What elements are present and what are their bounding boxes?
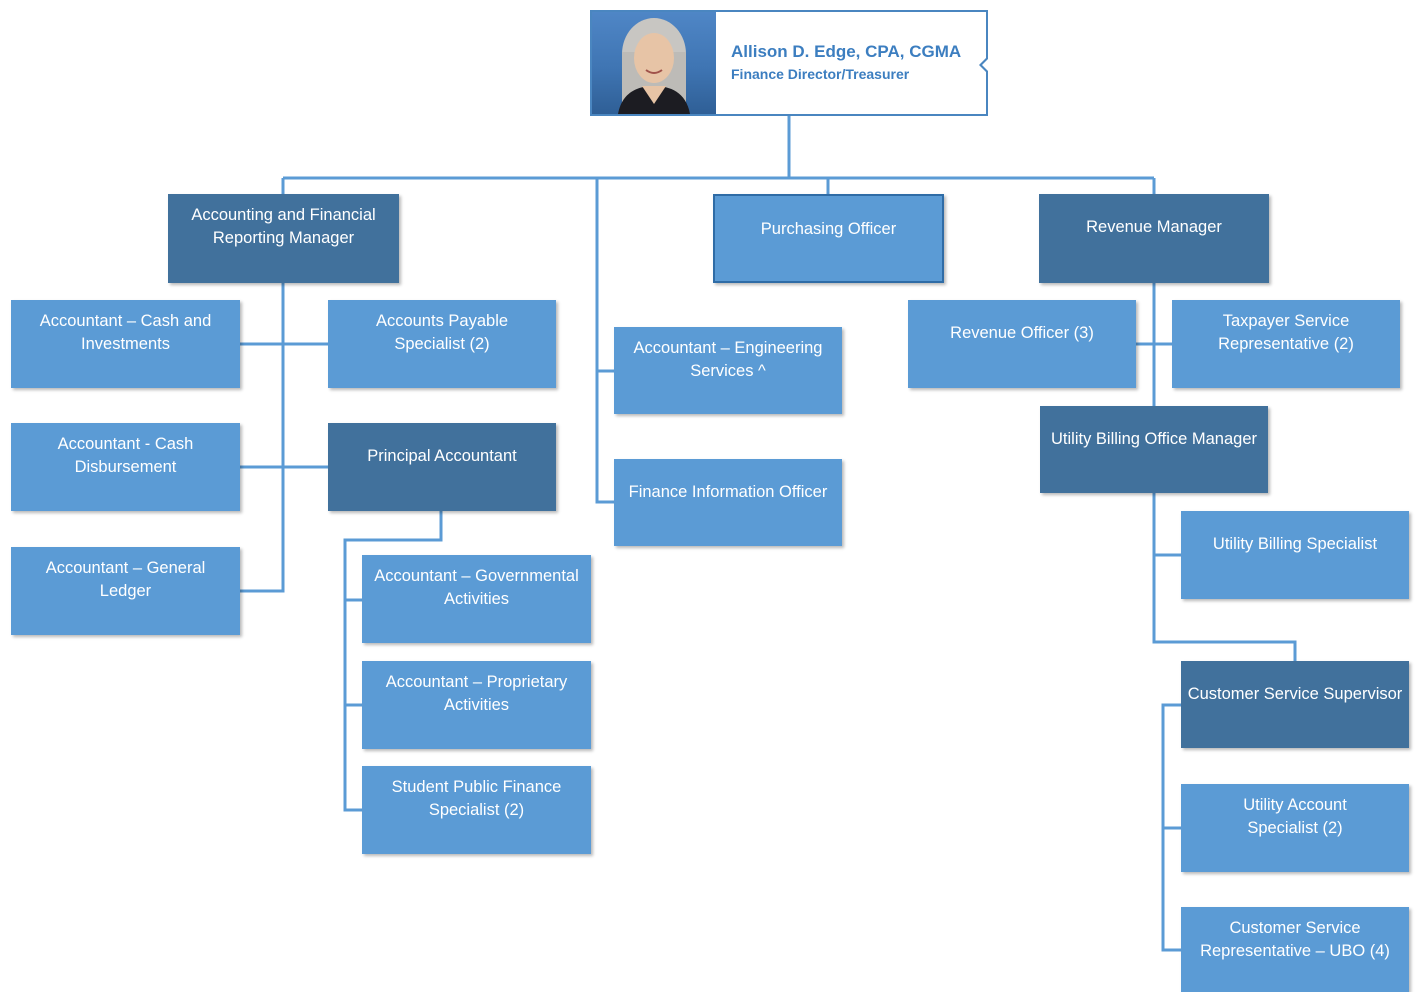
- node-accounting-manager: Accounting and Financial Reporting Manag…: [168, 194, 399, 283]
- node-principal-accountant: Principal Accountant: [328, 423, 556, 511]
- node-label: Utility Billing Office Manager: [1050, 430, 1258, 448]
- node-acct-engineering: Accountant – Engineering Services ^: [614, 327, 842, 414]
- node-label: Accountant - Cash Disbursement: [57, 435, 194, 476]
- node-label: Student Public Finance Specialist (2): [391, 778, 562, 819]
- node-label: Utility Account Specialist (2): [1243, 796, 1347, 837]
- node-label: Revenue Officer (3): [950, 324, 1094, 342]
- node-label: Taxpayer Service Representative (2): [1218, 312, 1354, 353]
- node-acct-general-ledger: Accountant – General Ledger: [11, 547, 240, 635]
- node-utility-account-specialist: Utility Account Specialist (2): [1181, 784, 1409, 872]
- node-label: Revenue Manager: [1086, 218, 1222, 236]
- node-label: Finance Information Officer: [628, 483, 828, 501]
- node-label: Accountant – General Ledger: [45, 559, 206, 600]
- director-title: Finance Director/Treasurer: [731, 66, 910, 82]
- director-card: Allison D. Edge, CPA, CGMA Finance Direc…: [590, 10, 988, 116]
- node-label: Accountant – Governmental Activities: [374, 567, 579, 608]
- node-csr-ubo: Customer Service Representative – UBO (4…: [1181, 907, 1409, 992]
- node-acct-proprietary: Accountant – Proprietary Activities: [362, 661, 591, 749]
- node-label: Accountant – Engineering Services ^: [633, 339, 823, 380]
- node-purchasing-officer: Purchasing Officer: [713, 194, 944, 283]
- node-student-finance: Student Public Finance Specialist (2): [362, 766, 591, 854]
- node-revenue-manager: Revenue Manager: [1039, 194, 1269, 283]
- node-label: Utility Billing Specialist: [1212, 535, 1378, 553]
- node-label: Accounts Payable Specialist (2): [375, 312, 509, 353]
- node-revenue-officer: Revenue Officer (3): [908, 300, 1136, 388]
- node-label: Accountant – Cash and Investments: [39, 312, 212, 353]
- node-acct-cash-disbursement: Accountant - Cash Disbursement: [11, 423, 240, 511]
- node-label: Accountant – Proprietary Activities: [385, 673, 568, 714]
- node-finance-info-officer: Finance Information Officer: [614, 459, 842, 546]
- node-acct-cash-investments: Accountant – Cash and Investments: [11, 300, 240, 388]
- node-acct-governmental: Accountant – Governmental Activities: [362, 555, 591, 643]
- node-label: Accounting and Financial Reporting Manag…: [191, 206, 376, 247]
- node-ap-specialist: Accounts Payable Specialist (2): [328, 300, 556, 388]
- node-label: Principal Accountant: [367, 447, 517, 465]
- node-utility-billing-specialist: Utility Billing Specialist: [1181, 511, 1409, 599]
- node-taxpayer-rep: Taxpayer Service Representative (2): [1172, 300, 1400, 388]
- node-customer-service-supervisor: Customer Service Supervisor: [1181, 661, 1409, 748]
- node-label: Customer Service Representative – UBO (4…: [1200, 919, 1390, 960]
- node-label: Purchasing Officer: [760, 220, 897, 238]
- director-photo: [592, 12, 716, 114]
- node-label: Customer Service Supervisor: [1187, 685, 1403, 703]
- director-name: Allison D. Edge, CPA, CGMA: [731, 42, 962, 61]
- node-utility-billing-manager: Utility Billing Office Manager: [1040, 406, 1268, 493]
